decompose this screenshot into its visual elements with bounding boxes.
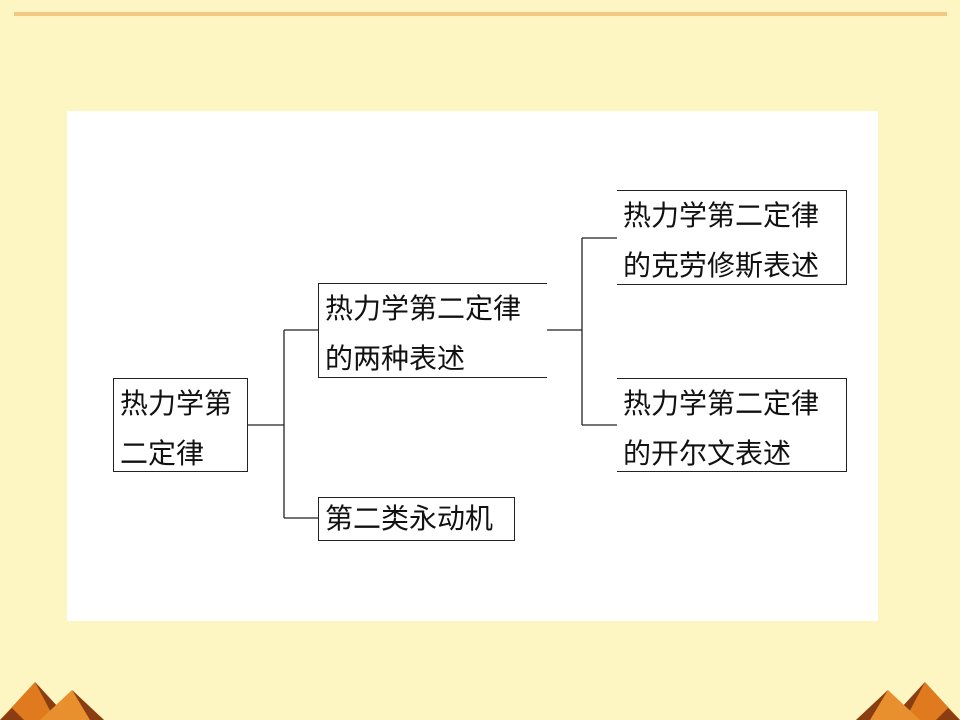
node-clausius-statement: 热力学第二定律 的克劳修斯表述 — [617, 190, 847, 285]
diagram-panel — [67, 111, 878, 621]
node-perpetual-motion-label: 第二类永动机 — [325, 502, 494, 535]
node-kelvin-statement: 热力学第二定律 的开尔文表述 — [617, 378, 847, 472]
top-accent-rule — [14, 12, 947, 16]
node-second-law-line-2: 二定律 — [120, 437, 205, 470]
node-two-statements-line-1: 热力学第二定律 — [325, 292, 522, 325]
pyramid-decoration-left — [0, 682, 104, 720]
pyramid-decoration-right — [856, 682, 960, 720]
node-perpetual-motion: 第二类永动机 — [318, 497, 515, 541]
node-kelvin-line-1: 热力学第二定律 — [623, 387, 820, 420]
node-two-statements: 热力学第二定律 的两种表述 — [318, 283, 547, 378]
node-two-statements-line-2: 的两种表述 — [325, 342, 466, 375]
node-second-law-line-1: 热力学第 — [120, 387, 233, 420]
node-clausius-line-1: 热力学第二定律 — [623, 199, 820, 232]
node-kelvin-line-2: 的开尔文表述 — [623, 437, 792, 470]
node-clausius-line-2: 的克劳修斯表述 — [623, 249, 820, 282]
node-second-law: 热力学第 二定律 — [113, 378, 248, 472]
